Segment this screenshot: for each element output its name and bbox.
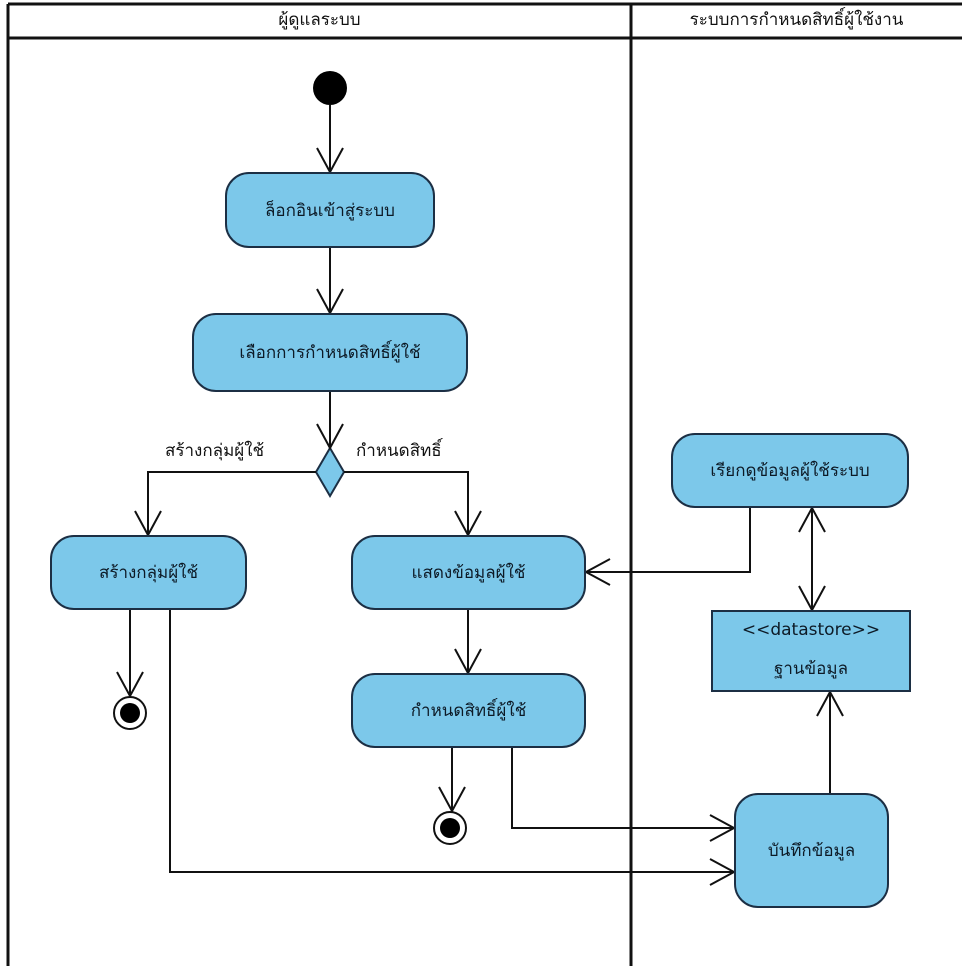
action-show-user-data: แสดงข้อมูลผู้ใช้ xyxy=(351,535,586,610)
swimlane-admin-title: ผู้ดูแลระบบ xyxy=(278,10,361,30)
decision-node xyxy=(314,446,346,498)
action-fetch-user-data: เรียกดูข้อมูลผู้ใช้ระบบ xyxy=(671,433,909,508)
final-node-middle xyxy=(433,811,467,845)
action-login: ล็อกอินเข้าสู่ระบบ xyxy=(225,172,435,248)
action-save-data: บันทึกข้อมูล xyxy=(734,793,889,908)
action-select-permission: เลือกการกำหนดสิทธิ์ผู้ใช้ xyxy=(192,313,468,392)
action-create-group: สร้างกลุ่มผู้ใช้ xyxy=(50,535,247,610)
guard-create-group: สร้างกลุ่มผู้ใช้ xyxy=(165,441,265,461)
datastore-name: ฐานข้อมูล xyxy=(773,659,848,680)
flow-assign-to-save xyxy=(511,748,734,829)
action-assign-permission: กำหนดสิทธิ์ผู้ใช้ xyxy=(351,673,586,748)
flow-fetch-to-show-data xyxy=(586,508,751,573)
flow-create-group-to-save xyxy=(169,610,734,873)
initial-node xyxy=(313,71,347,105)
final-node-left xyxy=(113,696,147,730)
datastore-stereotype: <<datastore>> xyxy=(741,619,881,640)
swimlane-frame xyxy=(6,2,962,966)
control-flows xyxy=(116,105,844,886)
swimlane-system-title: ระบบการกำหนดสิทธิ์ผู้ใช้งาน xyxy=(689,10,904,30)
datastore-node: <<datastore>> ฐานข้อมูล xyxy=(711,610,911,692)
flow-decision-to-show-data xyxy=(344,471,469,535)
guard-assign-permission: กำหนดสิทธิ์ xyxy=(356,441,442,461)
flow-decision-to-create-group xyxy=(147,471,316,535)
